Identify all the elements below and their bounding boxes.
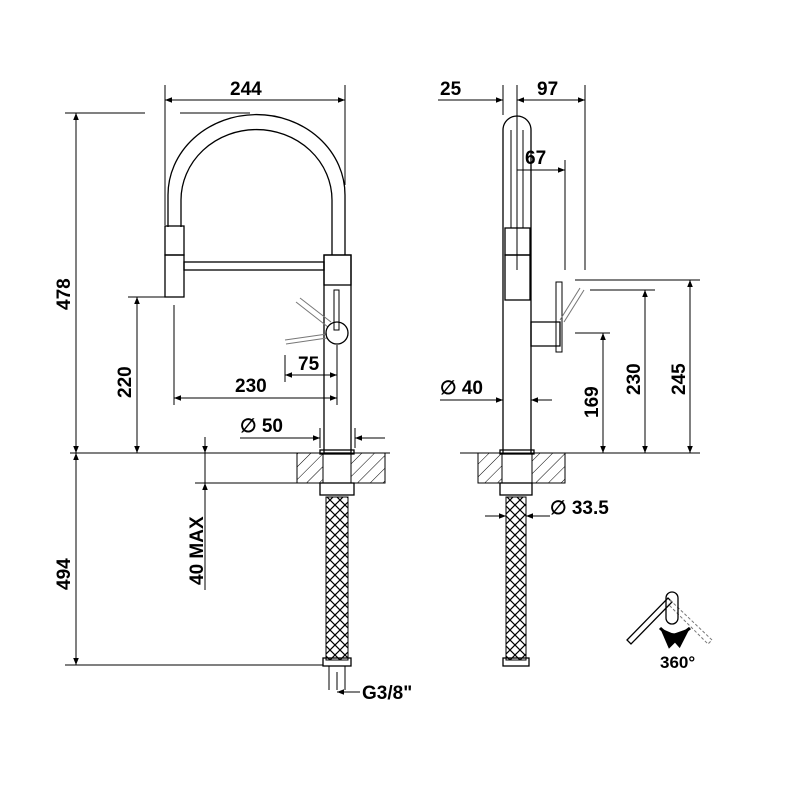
dim-width-244: 244 [230,79,262,100]
dim-spout-height-220: 220 [115,366,136,398]
spray-head [164,225,185,256]
dim-below-494: 494 [54,558,75,590]
dim-handle-75: 75 [298,354,320,375]
rotation-label: 360° [660,653,695,672]
dim-total-245: 245 [669,363,690,395]
spout-collar [323,254,352,286]
dim-spout-67: 67 [525,148,546,169]
rotation-360-icon: 360° [626,591,713,672]
dim-counter-40-max: 40 MAX [187,516,208,585]
spray-holder-bar [183,261,325,271]
dim-hose-diameter-33-5: ∅ 33.5 [550,498,609,519]
handle-pivot [325,321,349,345]
dim-depth-97: 97 [537,79,558,100]
side-view: 25 97 67 ∅ 40 169 230 245 ∅ 33.5 [438,79,700,667]
dim-body-diameter-40: ∅ 40 [440,378,483,399]
dim-back-25: 25 [440,79,462,100]
dim-lever-230: 230 [624,363,645,395]
front-view: 244 478 220 230 75 ∅ 50 40 MAX 494 [54,79,412,704]
braided-hose-side [505,496,527,661]
dim-handle-169: 169 [582,386,603,418]
braided-hose [325,496,349,661]
dim-reach-230: 230 [235,376,267,397]
spout-arc [167,113,346,255]
dim-base-diameter-50: ∅ 50 [240,416,283,437]
label-connection-g38: G3/8" [362,683,412,704]
handle-side [530,321,561,347]
dim-height-478: 478 [54,278,75,310]
mounting-nut [319,482,355,496]
